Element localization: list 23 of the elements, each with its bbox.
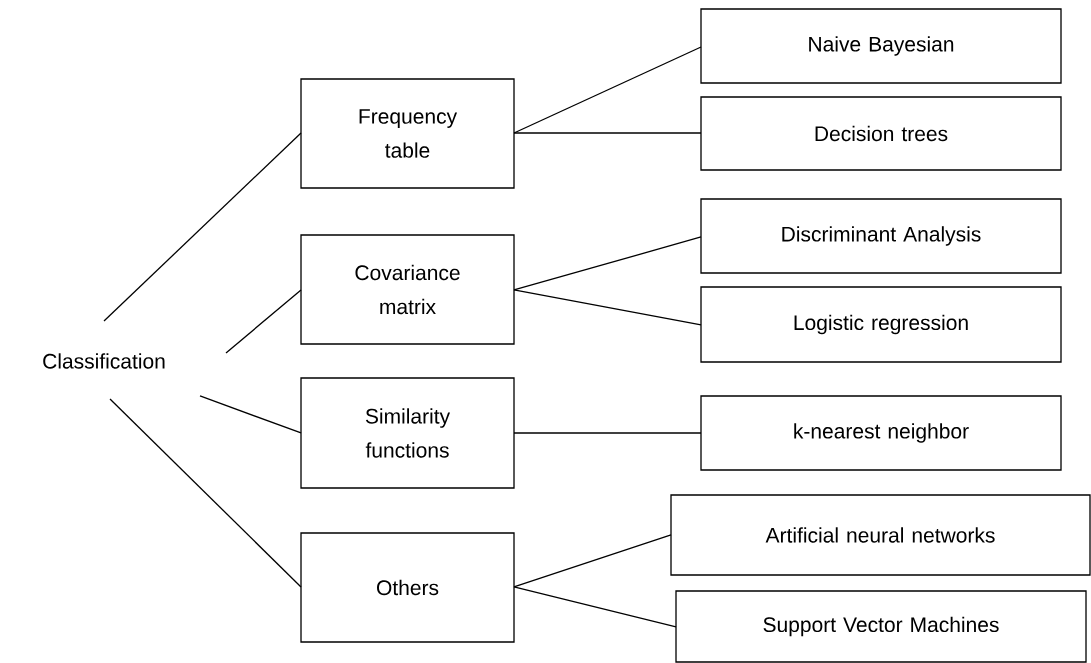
connector-line bbox=[513, 432, 702, 434]
method-box: Discriminant Analysis bbox=[700, 198, 1062, 274]
connector-line bbox=[103, 132, 302, 322]
connector-line bbox=[513, 236, 702, 291]
category-box: Frequency table bbox=[300, 78, 515, 189]
method-box: Decision trees bbox=[700, 96, 1062, 171]
root-label: Classification bbox=[43, 353, 165, 369]
method-box: Logistic regression bbox=[700, 286, 1062, 363]
connector-line bbox=[199, 395, 302, 434]
method-box: Support Vector Machines bbox=[675, 590, 1087, 663]
connector-line bbox=[109, 398, 302, 588]
method-box: Artificial neural networks bbox=[670, 494, 1091, 576]
connector-line bbox=[513, 586, 677, 628]
connector-line bbox=[513, 132, 702, 134]
category-box: Covariance matrix bbox=[300, 234, 515, 345]
connector-line bbox=[513, 534, 672, 588]
method-box: Naive Bayesian bbox=[700, 8, 1062, 84]
connector-line bbox=[513, 46, 702, 134]
connector-line bbox=[513, 289, 702, 326]
connector-line bbox=[225, 289, 302, 354]
method-box: k-nearest neighbor bbox=[700, 395, 1062, 471]
category-box: Others bbox=[300, 532, 515, 643]
category-box: Similarity functions bbox=[300, 377, 515, 489]
